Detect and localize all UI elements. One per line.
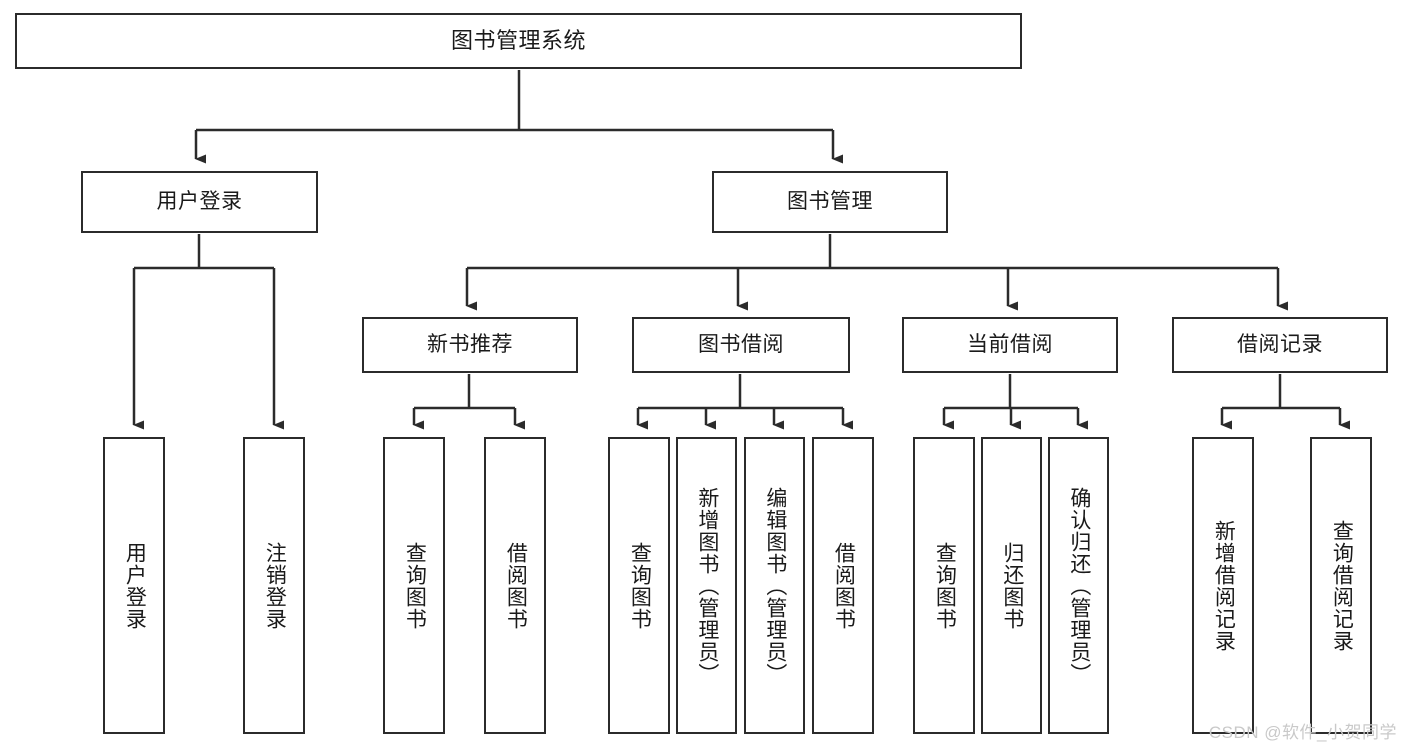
node-leaf-borrow-book-2-label: 借阅图书	[832, 541, 856, 630]
node-leaf-edit-book[interactable]: 编辑图书（管理员）	[744, 437, 805, 734]
node-user-login-label: 用户登录	[156, 190, 243, 214]
node-book-borrow[interactable]: 图书借阅	[632, 317, 850, 373]
node-leaf-borrow-book-1-label: 借阅图书	[504, 541, 528, 630]
edges	[132, 70, 1350, 430]
node-leaf-edit-book-label: 编辑图书（管理员）	[763, 486, 787, 685]
node-leaf-confirm-return-label: 确认归还（管理员）	[1067, 486, 1091, 685]
node-borrow-record[interactable]: 借阅记录	[1172, 317, 1388, 373]
node-book-borrow-label: 图书借阅	[698, 333, 784, 357]
node-leaf-add-record-label: 新增借阅记录	[1212, 519, 1236, 652]
node-leaf-add-book[interactable]: 新增图书（管理员）	[676, 437, 737, 734]
node-leaf-query-book-1-label: 查询图书	[403, 541, 427, 630]
node-leaf-query-book-1[interactable]: 查询图书	[383, 437, 445, 734]
node-leaf-confirm-return[interactable]: 确认归还（管理员）	[1048, 437, 1109, 734]
node-leaf-borrow-book-2[interactable]: 借阅图书	[812, 437, 874, 734]
node-root[interactable]: 图书管理系统	[15, 13, 1022, 69]
node-leaf-query-book-3-label: 查询图书	[933, 541, 957, 630]
node-leaf-return-book[interactable]: 归还图书	[981, 437, 1042, 734]
node-leaf-add-record[interactable]: 新增借阅记录	[1192, 437, 1254, 734]
node-leaf-query-record-label: 查询借阅记录	[1330, 519, 1354, 652]
node-book-manage[interactable]: 图书管理	[712, 171, 948, 233]
node-leaf-return-book-label: 归还图书	[1000, 541, 1024, 630]
node-leaf-add-book-label: 新增图书（管理员）	[695, 486, 719, 685]
node-leaf-query-record[interactable]: 查询借阅记录	[1310, 437, 1372, 734]
node-leaf-query-book-3[interactable]: 查询图书	[913, 437, 975, 734]
node-leaf-borrow-book-1[interactable]: 借阅图书	[484, 437, 546, 734]
node-borrow-record-label: 借阅记录	[1237, 333, 1323, 357]
node-current-borrow-label: 当前借阅	[967, 333, 1053, 357]
node-current-borrow[interactable]: 当前借阅	[902, 317, 1118, 373]
node-user-login[interactable]: 用户登录	[81, 171, 318, 233]
node-leaf-query-book-2-label: 查询图书	[628, 541, 652, 630]
node-leaf-logout-login[interactable]: 注销登录	[243, 437, 305, 734]
node-leaf-user-login[interactable]: 用户登录	[103, 437, 165, 734]
node-leaf-query-book-2[interactable]: 查询图书	[608, 437, 670, 734]
node-leaf-logout-login-label: 注销登录	[263, 541, 287, 630]
node-new-book-rec-label: 新书推荐	[427, 333, 513, 357]
node-new-book-rec[interactable]: 新书推荐	[362, 317, 578, 373]
node-leaf-user-login-label: 用户登录	[123, 541, 147, 630]
node-book-manage-label: 图书管理	[787, 190, 873, 214]
node-root-label: 图书管理系统	[450, 27, 586, 53]
